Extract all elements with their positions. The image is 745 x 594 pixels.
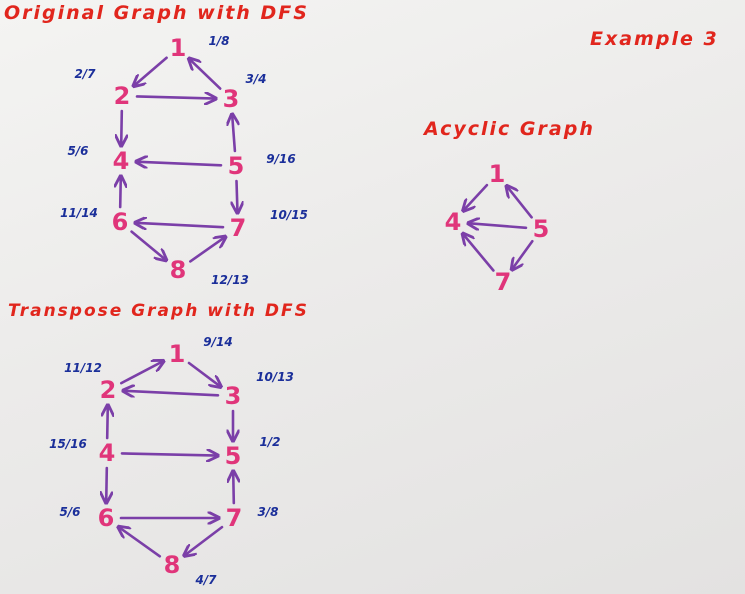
orig-node-8: 8 [170, 256, 187, 284]
trans-times-label-6: 5/6 [59, 505, 80, 519]
orig-node-5: 5 [228, 152, 245, 180]
orig-edge-7-to-6 [135, 223, 225, 227]
orig-edge-5-to-3 [232, 114, 235, 153]
trans-edge-4-to-2 [107, 405, 108, 440]
orig-edge-3-to-1 [189, 58, 222, 90]
orig-edge-1-to-2 [133, 56, 168, 86]
orig-times-label-2: 2/7 [74, 67, 96, 81]
orig-times-label-4: 5/6 [67, 144, 88, 158]
orig-times-label-6: 11/14 [60, 206, 98, 220]
orig-node-2: 2 [114, 82, 131, 110]
trans-node-4: 4 [99, 439, 116, 467]
acyc-node-1: 1 [489, 160, 506, 188]
example-heading: Example 3 [590, 28, 719, 50]
trans-edge-1-to-3 [187, 361, 221, 387]
trans-node-5: 5 [225, 442, 242, 470]
orig-times-label-5: 9/16 [266, 152, 295, 166]
orig-node-6: 6 [112, 208, 129, 236]
original-graph-heading: Original Graph with DFS [4, 2, 309, 24]
acyc-edge-5-to-4 [468, 223, 528, 228]
orig-node-1: 1 [170, 34, 187, 62]
acyc-node-7: 7 [495, 268, 512, 296]
trans-node-8: 8 [164, 551, 181, 579]
trans-edge-4-to-5 [120, 453, 218, 455]
trans-times-label-3: 10/13 [256, 370, 294, 384]
trans-times-label-5: 1/2 [259, 435, 280, 449]
orig-times-label-8: 12/13 [211, 273, 249, 287]
trans-node-3: 3 [225, 382, 242, 410]
trans-edge-8-to-6 [118, 527, 162, 558]
orig-edge-6-to-8 [130, 230, 167, 261]
orig-times-label-1: 1/8 [208, 34, 229, 48]
orig-times-label-7: 10/15 [270, 208, 308, 222]
transpose-graph-heading: Transpose Graph with DFS [8, 301, 309, 321]
original-graph: 1 1/8 2 2/7 3 3/4 4 5/6 5 9/16 6 11/14 7 10/15 8 12/13 [60, 34, 308, 287]
trans-node-2: 2 [100, 376, 117, 404]
orig-edge-5-to-4 [136, 162, 223, 166]
orig-edge-2-to-3 [135, 96, 216, 98]
acyc-edge-5-to-1 [506, 186, 533, 219]
trans-times-label-4: 15/16 [49, 437, 87, 451]
orig-node-7: 7 [230, 214, 247, 242]
trans-edge-7-to-5 [233, 471, 234, 505]
acyc-edge-5-to-7 [512, 239, 534, 270]
acyc-edge-1-to-4 [463, 183, 489, 211]
orig-node-3: 3 [223, 85, 240, 113]
trans-edge-7-to-8 [184, 525, 224, 556]
acyc-edge-7-to-4 [463, 234, 495, 272]
acyclic-graph-heading: Acyclic Graph [424, 118, 595, 140]
orig-edge-2-to-4 [121, 109, 122, 146]
acyclic-graph: 14 57 [445, 160, 550, 296]
orig-edge-8-to-7 [189, 237, 225, 263]
orig-edge-6-to-4 [120, 176, 121, 209]
trans-node-6: 6 [98, 504, 115, 532]
trans-node-7: 7 [226, 504, 243, 532]
trans-edge-2-to-1 [120, 361, 163, 385]
orig-node-4: 4 [113, 147, 130, 175]
trans-times-label-1: 9/14 [203, 335, 232, 349]
trans-times-label-8: 4/7 [194, 573, 217, 587]
trans-node-1: 1 [169, 340, 186, 368]
orig-times-label-3: 3/4 [245, 72, 266, 86]
trans-edge-3-to-2 [123, 391, 220, 396]
acyc-node-5: 5 [533, 215, 550, 243]
trans-times-label-7: 3/8 [257, 505, 278, 519]
transpose-graph: 1 9/14 211/12 3 10/13 4 15/16 5 1/2 6 5/6 7 3/8 8 4/7 [49, 335, 294, 587]
trans-times-label-2: 11/12 [64, 361, 102, 375]
trans-edge-4-to-6 [106, 466, 107, 503]
orig-edge-5-to-7 [237, 179, 238, 213]
acyc-node-4: 4 [445, 208, 462, 236]
